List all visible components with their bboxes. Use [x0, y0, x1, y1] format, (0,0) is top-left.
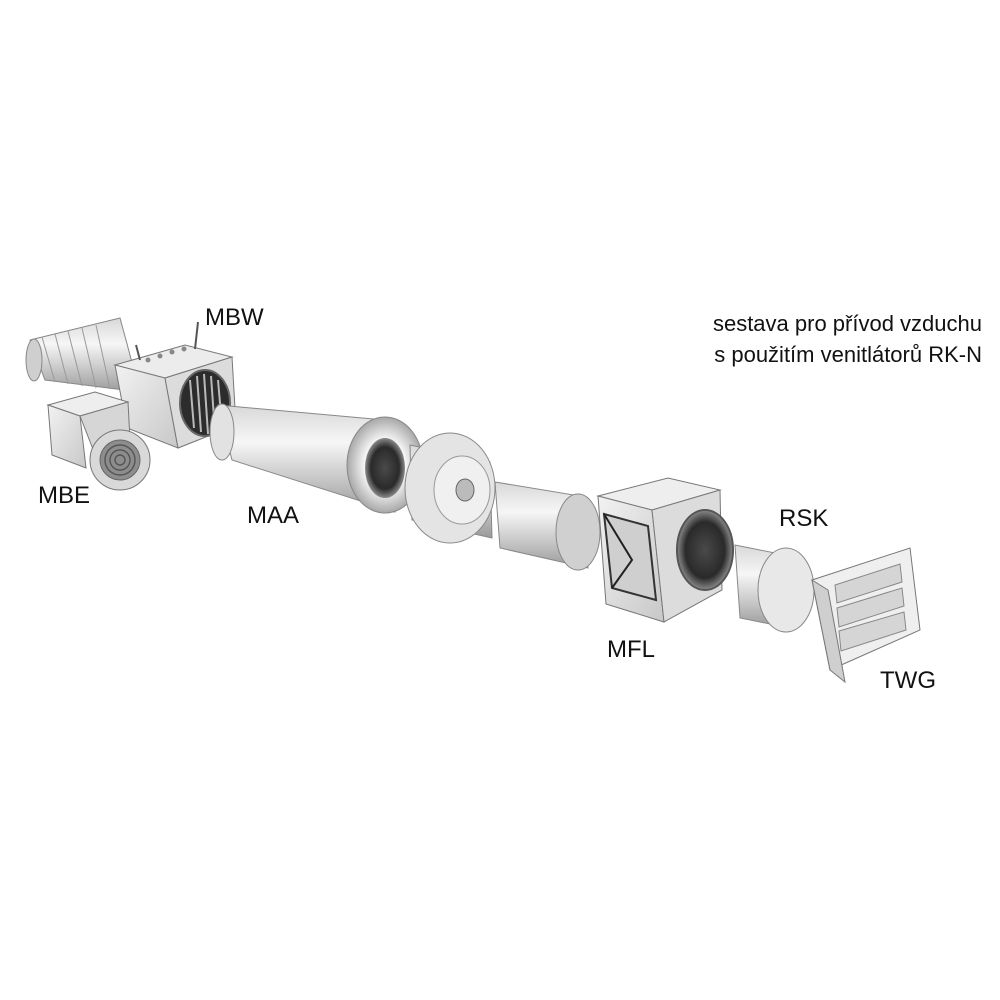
maa-silencer [209, 403, 424, 514]
maa-label: MAA [247, 502, 300, 529]
rsk-label: RSK [779, 505, 829, 532]
mbe-heater-unit [46, 391, 151, 491]
twg-label: TWG [880, 667, 936, 694]
twg-louvre-grille [811, 547, 921, 684]
rsk-damper [734, 544, 815, 633]
mfl-filter-box [596, 477, 734, 623]
caption-line-1: sestava pro přívod vzduchu [712, 311, 982, 336]
rk-n-fan [404, 432, 496, 544]
mbw-heater-unit [113, 321, 237, 449]
caption-line-2: s použitím venitlátorů RK-N [714, 342, 982, 368]
mbw-label: MBW [205, 304, 264, 331]
mfl-label: MFL [607, 636, 655, 663]
mbe-label: MBE [38, 482, 91, 509]
assembly-caption: sestava pro přívod vzduchu s použitím ve… [713, 308, 982, 370]
connecting-duct [494, 481, 601, 571]
